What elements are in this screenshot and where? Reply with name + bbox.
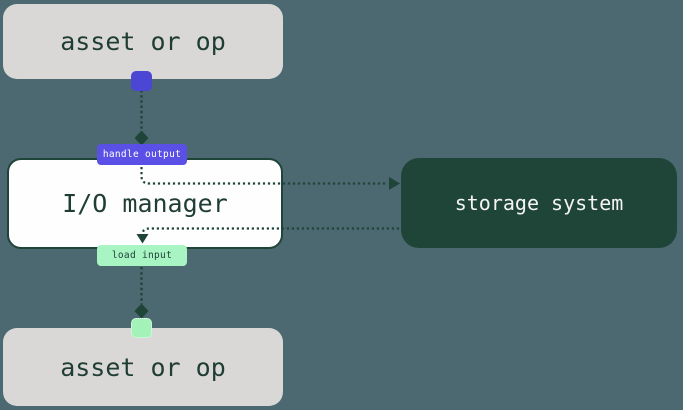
node-asset-top-label: asset or op (60, 27, 226, 56)
node-storage-system-label: storage system (454, 191, 624, 215)
badge-load-input-label: load input (111, 250, 173, 261)
node-asset-top: asset or op (3, 4, 283, 79)
badge-handle-output: handle output (97, 144, 187, 165)
node-storage-system: storage system (401, 158, 677, 248)
arrow-right-icon (389, 177, 400, 190)
input-handle-icon (131, 318, 152, 338)
badge-load-input: load input (97, 245, 187, 266)
node-asset-bottom: asset or op (3, 328, 283, 406)
diamond-connector-icon (134, 303, 149, 319)
node-io-manager-label: I/O manager (62, 189, 228, 218)
node-asset-bottom-label: asset or op (60, 352, 226, 382)
badge-handle-output-label: handle output (102, 149, 182, 160)
node-io-manager: I/O manager (7, 158, 283, 249)
output-handle-icon (131, 71, 152, 91)
